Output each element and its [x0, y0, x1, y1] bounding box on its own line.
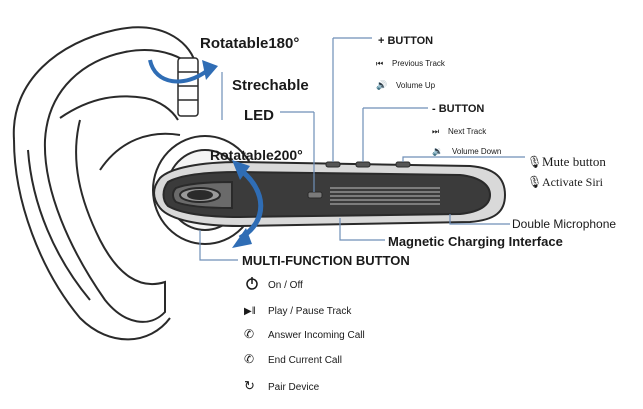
label-minus-button: - BUTTON [432, 103, 484, 115]
list-item: On / Off [246, 277, 303, 291]
end-call-icon: ✆ [244, 352, 254, 366]
item-label: Play / Pause Track [268, 306, 352, 317]
microphone-grille [330, 187, 440, 205]
rotation-arrow-200 [236, 165, 264, 241]
label-double-microphone: Double Microphone [512, 217, 616, 231]
next-track-icon: ⏭ [432, 127, 439, 136]
label-next-track: Next Track [448, 127, 487, 136]
list-item: ▶ǁ Play / Pause Track [244, 306, 352, 317]
rotation-arrow-200-head [232, 160, 250, 180]
item-label: End Current Call [268, 355, 342, 366]
label-volume-up: Volume Up [396, 81, 436, 90]
rotation-arrow-200-tail [232, 228, 252, 248]
multi-function-list: On / Off ▶ǁ Play / Pause Track ✆ Answer … [244, 277, 365, 393]
label-mute-button: Mute button [542, 154, 606, 169]
list-item: ✆ End Current Call [244, 352, 342, 366]
volume-up-icon: 🔊 [376, 79, 387, 91]
label-strechable: Strechable [232, 77, 309, 94]
rotation-arrow-180-head [202, 60, 218, 80]
microphone-icon: 🎙 [527, 155, 542, 169]
label-plus-button: + BUTTON [378, 35, 433, 47]
boom-arm [153, 160, 507, 228]
led-indicator [307, 191, 323, 199]
volume-down-icon: 🔉 [432, 146, 443, 157]
boom-top-buttons [325, 161, 411, 168]
pair-device-icon: ↻ [244, 378, 255, 393]
rotating-stem [177, 57, 199, 117]
label-magnetic-charging: Magnetic Charging Interface [388, 234, 563, 249]
item-label: Answer Incoming Call [268, 330, 365, 341]
previous-track-icon: ⏮ [376, 59, 383, 68]
label-previous-track: Previous Track [392, 59, 446, 68]
list-item: ✆ Answer Incoming Call [244, 327, 365, 341]
item-label: On / Off [268, 280, 303, 291]
leader-lines [199, 37, 525, 261]
rotation-arrow-180 [148, 59, 210, 84]
label-volume-down: Volume Down [452, 147, 501, 156]
label-led: LED [244, 107, 274, 124]
label-multi-function-button: MULTI-FUNCTION BUTTON [242, 253, 410, 268]
label-rotatable-200: Rotatable200° [210, 147, 303, 163]
siri-mic-icon: 🎙 [527, 175, 542, 189]
ear-hook [12, 26, 198, 341]
label-activate-siri: Activate Siri [542, 175, 604, 189]
list-item: ↻ Pair Device [244, 378, 320, 393]
item-label: Pair Device [268, 382, 320, 393]
play-pause-icon: ▶ǁ [244, 306, 256, 317]
answer-call-icon: ✆ [244, 327, 254, 341]
label-rotatable-180: Rotatable180° [200, 35, 299, 52]
